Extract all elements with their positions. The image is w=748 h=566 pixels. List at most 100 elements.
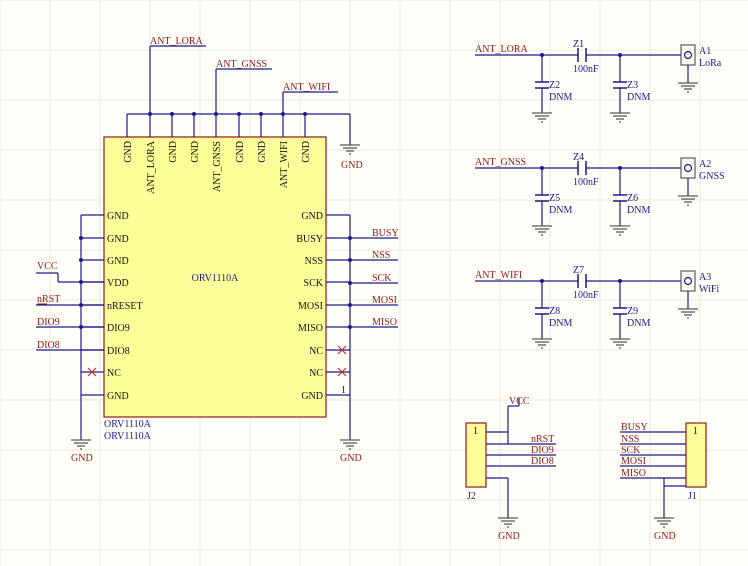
antenna-name: LoRa xyxy=(699,58,722,69)
j1-net-5: MISO xyxy=(621,468,646,479)
connector-j2[interactable]: 1 J2 VCC nRST DIO9 DIO8 GND xyxy=(465,396,556,542)
shunt-cap-value: DNM xyxy=(627,318,650,329)
j2-net-2: DIO9 xyxy=(531,445,554,456)
shunt-cap-value: DNM xyxy=(549,205,572,216)
antenna-ref: A3 xyxy=(699,272,711,283)
ic-right-pin-label: MOSI xyxy=(298,301,323,312)
j1-net-4: MOSI xyxy=(621,456,646,467)
j1-net-3: SCK xyxy=(621,445,641,456)
net-label-nrst-left: nRST xyxy=(37,294,60,305)
series-cap-value: 100nF xyxy=(573,177,599,188)
net-label-miso-right: MISO xyxy=(372,317,397,328)
ic-subtitle-2: ORV1110A xyxy=(104,431,152,442)
shunt-cap-value: DNM xyxy=(627,205,650,216)
antenna-name: WiFi xyxy=(699,284,719,295)
ic-right-pin-label: NC xyxy=(309,368,323,379)
antenna-icon[interactable] xyxy=(680,157,696,179)
shunt-cap-ref: Z8 xyxy=(549,306,560,317)
j2-gnd-label: GND xyxy=(498,531,520,542)
j2-vcc-label: VCC xyxy=(509,396,530,407)
ic-top-pin-label: GND xyxy=(235,141,246,163)
j2-pin1: 1 xyxy=(473,426,478,437)
series-cap-ref: Z4 xyxy=(573,152,584,163)
shunt-cap-ref: Z2 xyxy=(549,80,560,91)
ic-right-pin-label: GND xyxy=(301,211,323,222)
net-label-nss-right: NSS xyxy=(372,250,390,261)
ic-top-wiring: ANT_LORA ANT_GNSS ANT_WIFI xyxy=(127,36,351,145)
rf-net-label: ANT_GNSS xyxy=(475,157,526,168)
ic-top-pin-label: ANT_GNSS xyxy=(212,141,223,192)
antenna-name: GNSS xyxy=(699,171,725,182)
connector-j1[interactable]: 1 J1 BUSY NSS SCK MOSI MISO GND xyxy=(620,422,707,542)
ic-top-pin-label: GND xyxy=(123,141,134,163)
ic-top-pin-label: GND xyxy=(301,141,312,163)
shunt-cap-value: DNM xyxy=(549,92,572,103)
shunt-cap-ref: Z5 xyxy=(549,193,560,204)
series-cap-ref: Z1 xyxy=(573,39,584,50)
shunt-cap-ref: Z6 xyxy=(627,193,638,204)
ic-body[interactable] xyxy=(103,136,327,418)
ic-top-pin-label: GND xyxy=(257,141,268,163)
gnd-label-right: GND xyxy=(340,453,362,464)
j2-net-1: nRST xyxy=(531,434,554,445)
j1-net-1: BUSY xyxy=(621,422,648,433)
ic-name: ORV1110A xyxy=(192,273,240,284)
ic-left-pin-label: GND xyxy=(107,391,129,402)
ic-right-pin-label: SCK xyxy=(304,278,324,289)
series-cap-value: 100nF xyxy=(573,290,599,301)
shunt-cap-value: DNM xyxy=(549,318,572,329)
rf-net-label: ANT_WIFI xyxy=(475,270,522,281)
ic-right-pin-label: NC xyxy=(309,346,323,357)
ic-left-pin-label: GND xyxy=(107,211,129,222)
ic-left-wiring: VCC nRST DIO9 DIO8 xyxy=(36,215,104,440)
net-label-mosi-right: MOSI xyxy=(372,295,397,306)
ic-left-pin-label: nRESET xyxy=(107,301,143,312)
ic-pins: GND ANT_LORA GND GND ANT_GNSS GND GND ANT_WIFI G… xyxy=(79,112,352,402)
shunt-cap-ref: Z3 xyxy=(627,80,638,91)
series-cap-value: 100nF xyxy=(573,64,599,75)
antenna-icon[interactable] xyxy=(680,44,696,66)
ic-top-pin-label: ANT_LORA xyxy=(146,140,157,194)
ic-right-wiring: BUSY NSS SCK MOSI MISO xyxy=(337,215,399,440)
net-label-sck-right: SCK xyxy=(372,273,392,284)
ic-orv1110a[interactable]: ORV1110A ORV1110A ORV1110A 1 xyxy=(103,136,346,442)
net-label-busy-right: BUSY xyxy=(372,228,399,239)
ic-left-pin-label: NC xyxy=(107,368,121,379)
j2-net-3: DIO8 xyxy=(531,456,554,467)
gnd-label-top: GND xyxy=(341,160,363,171)
ic-left-pin-label: DIO9 xyxy=(107,323,130,334)
ic-right-pin-label: NSS xyxy=(305,256,323,267)
ic-left-pin-label: GND xyxy=(107,234,129,245)
j1-gnd-label: GND xyxy=(654,531,676,542)
ic-left-pin-label: DIO8 xyxy=(107,346,130,357)
ic-top-pin-label: ANT_WIFI xyxy=(279,141,290,188)
j2-ref: J2 xyxy=(467,491,476,502)
ic-top-pin-label: GND xyxy=(168,141,179,163)
ic-top-pin-label: GND xyxy=(190,141,201,163)
gnd-label-left: GND xyxy=(71,453,93,464)
no-connect-marker xyxy=(87,367,97,377)
ic-right-pin-label: BUSY xyxy=(296,234,323,245)
rf-net-label: ANT_LORA xyxy=(475,44,529,55)
shunt-cap-value: DNM xyxy=(627,92,650,103)
ic-left-pin-label: VDD xyxy=(107,278,129,289)
net-label-ant-wifi-top: ANT_WIFI xyxy=(283,82,330,93)
net-label-ant-gnss-top: ANT_GNSS xyxy=(216,59,267,70)
antenna-ref: A1 xyxy=(699,46,711,57)
j1-net-2: NSS xyxy=(621,434,639,445)
shunt-cap-ref: Z9 xyxy=(627,306,638,317)
ic-left-pin-label: GND xyxy=(107,256,129,267)
net-label-dio8-left: DIO8 xyxy=(37,340,60,351)
ic-subtitle-1: ORV1110A xyxy=(104,419,152,430)
net-label-vcc-left: VCC xyxy=(37,261,58,272)
ic-right-pin-label: GND xyxy=(301,391,323,402)
j1-ref: J1 xyxy=(688,491,697,502)
series-cap-ref: Z7 xyxy=(573,265,584,276)
ground-symbols xyxy=(71,144,674,528)
antenna-icon[interactable] xyxy=(680,270,696,292)
ic-right-pin-label: MISO xyxy=(298,323,323,334)
